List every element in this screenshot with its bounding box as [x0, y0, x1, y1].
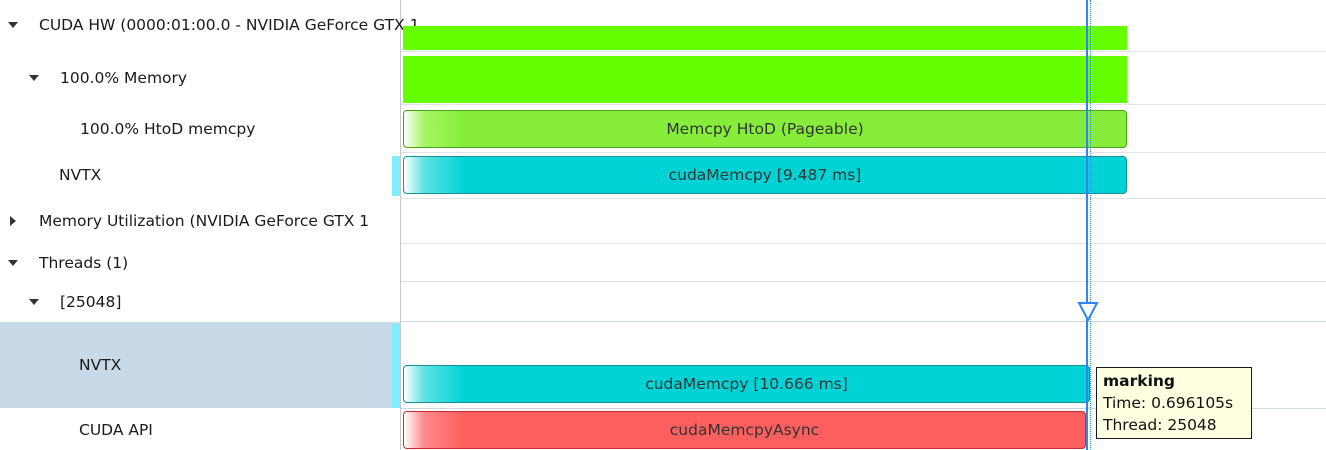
tree-row-htod-memcpy[interactable]: 100.0% HtoD memcpy [0, 106, 400, 152]
marker-tooltip: marking Time: 0.696105s Thread: 25048 [1096, 367, 1252, 439]
expand-arrow-icon[interactable] [29, 299, 39, 305]
tree-row-nvtx-hw[interactable]: NVTX [0, 152, 400, 198]
tree-row-cuda-api[interactable]: CUDA API [0, 410, 400, 450]
row-separator [401, 321, 1326, 322]
marker-triangle-icon[interactable] [1077, 302, 1100, 323]
tooltip-time: Time: 0.696105s [1103, 394, 1234, 412]
tree-row-thread-25048[interactable]: [25048] [0, 282, 400, 322]
nvtx-range-bar-hw[interactable]: cudaMemcpy [9.487 ms] [403, 156, 1127, 194]
memory-usage-bar[interactable] [403, 56, 1127, 103]
tree-row-label: 100.0% Memory [60, 69, 188, 87]
tree-row-nvtx-thread[interactable]: NVTX [0, 322, 400, 408]
nvtx-range-marker [392, 156, 400, 196]
tree-row-label: NVTX [59, 166, 102, 184]
tooltip-title: marking [1103, 372, 1176, 390]
tree-row-label: 100.0% HtoD memcpy [80, 120, 256, 138]
expand-arrow-icon[interactable] [8, 260, 18, 266]
expand-arrow-icon[interactable] [29, 75, 39, 81]
expand-arrow-icon[interactable] [10, 216, 16, 226]
tree-row-label: CUDA HW (0000:01:00.0 - NVIDIA GeForce G… [39, 16, 420, 34]
tree-row-label: Memory Utilization (NVIDIA GeForce GTX 1 [39, 212, 370, 230]
memcpy-htod-bar[interactable]: Memcpy HtoD (Pageable) [403, 110, 1127, 148]
row-separator [401, 243, 1326, 244]
tooltip-thread: Thread: 25048 [1103, 416, 1217, 434]
timeline-tree-panel: CUDA HW (0000:01:00.0 - NVIDIA GeForce G… [0, 0, 419, 450]
tree-row-label: Threads (1) [39, 254, 129, 272]
bar-label: cudaMemcpy [10.666 ms] [645, 375, 848, 393]
nvtx-range-marker [392, 324, 400, 408]
bar-label: cudaMemcpy [9.487 ms] [668, 166, 862, 184]
tree-row-memory-utilization[interactable]: Memory Utilization (NVIDIA GeForce GTX 1 [0, 198, 400, 244]
time-cursor-line[interactable] [1086, 0, 1088, 450]
tree-row-memory[interactable]: 100.0% Memory [0, 50, 400, 106]
timeline-view[interactable]: Memcpy HtoD (Pageable) cudaMemcpy [9.487… [401, 0, 1326, 450]
tree-row-label: CUDA API [79, 421, 153, 439]
time-cursor-dotted-line [1090, 0, 1091, 450]
tree-row-label: NVTX [79, 356, 122, 374]
row-separator [401, 152, 1326, 153]
expand-arrow-icon[interactable] [8, 22, 18, 28]
tree-row-label: [25048] [60, 293, 122, 311]
row-separator [401, 408, 1326, 409]
bar-label: cudaMemcpyAsync [669, 421, 820, 439]
bar-label: Memcpy HtoD (Pageable) [666, 120, 864, 138]
memory-usage-bar[interactable] [403, 26, 1127, 50]
row-separator [401, 198, 1326, 199]
tree-row-cuda-hw[interactable]: CUDA HW (0000:01:00.0 - NVIDIA GeForce G… [0, 0, 419, 50]
row-separator [401, 51, 1326, 52]
tree-row-threads[interactable]: Threads (1) [0, 244, 400, 282]
row-separator [401, 104, 1326, 105]
nvtx-range-bar-thread[interactable]: cudaMemcpy [10.666 ms] [403, 365, 1090, 403]
cuda-api-bar[interactable]: cudaMemcpyAsync [403, 411, 1086, 449]
row-separator [401, 281, 1326, 282]
